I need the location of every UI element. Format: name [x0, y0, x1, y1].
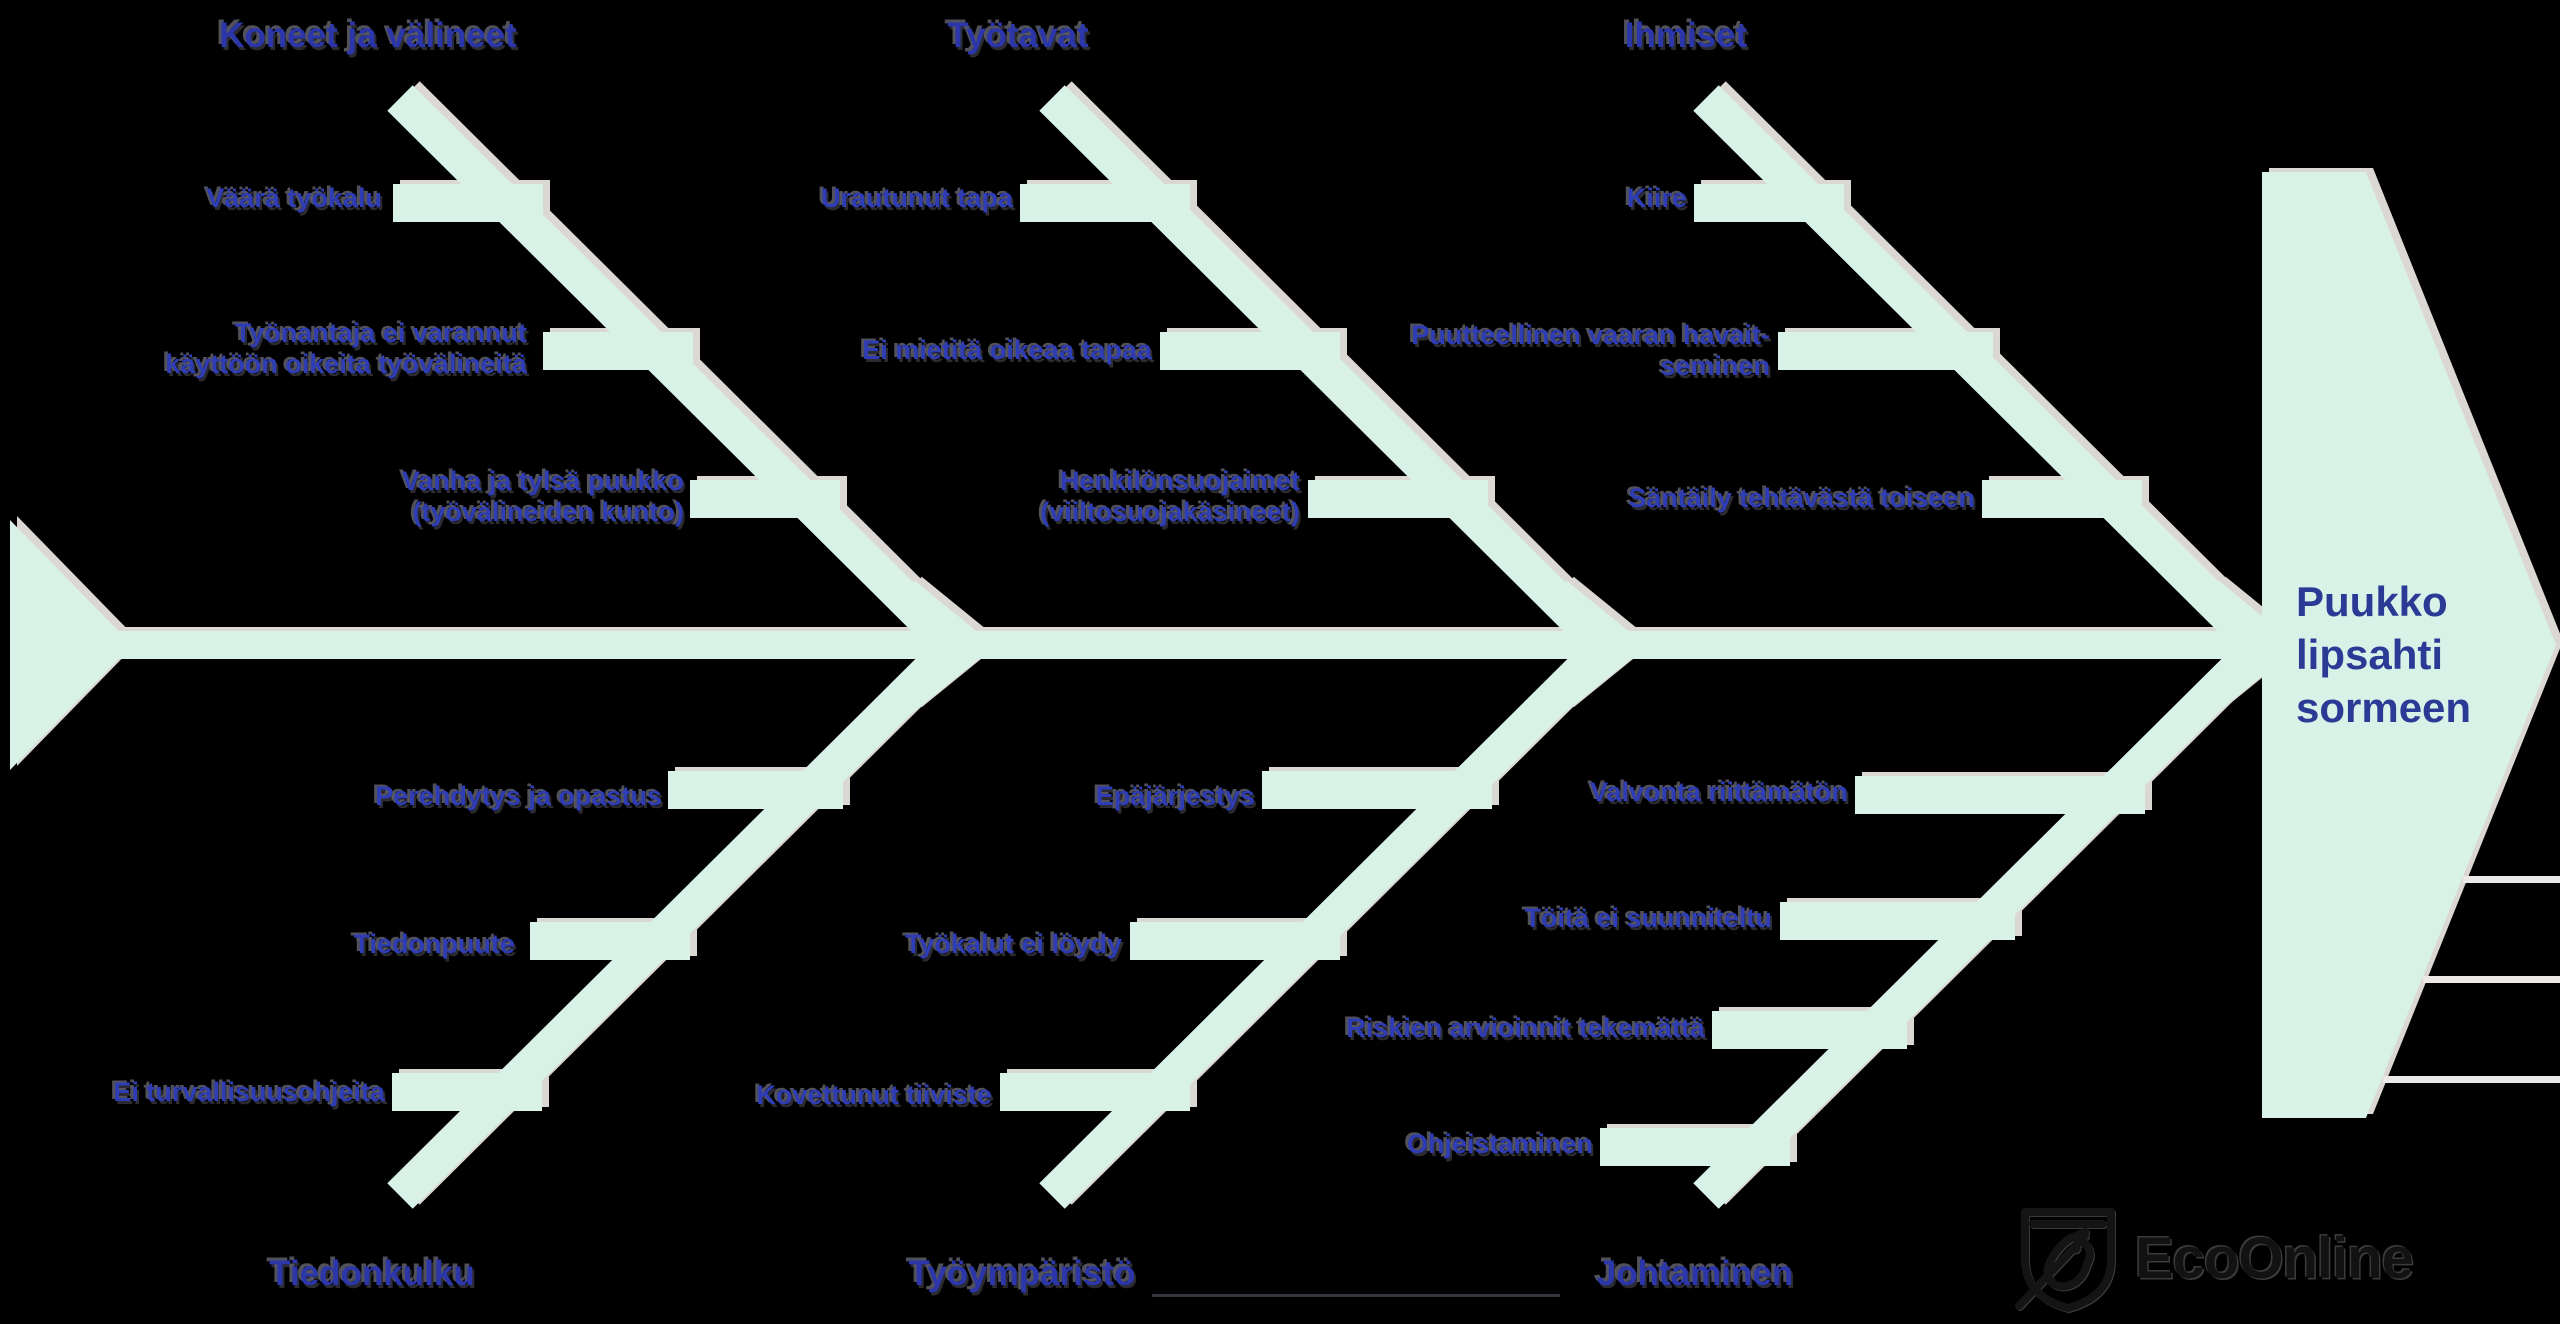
cause-label: Työkalut ei löydy	[904, 929, 1122, 959]
cause-label: Henkilönsuojaimet (viiltosuojakäsineet)	[1040, 466, 1300, 527]
cause-label: Väärä työkalu	[206, 183, 382, 213]
cause-twigs	[392, 184, 2145, 1166]
cause-label: Epäjärjestys	[1095, 781, 1255, 811]
cause-label: Työnantaja ei varannut käyttöön oikeita …	[165, 318, 527, 379]
cause-label: Kovettunut tiiviste	[756, 1080, 992, 1110]
spine-tail	[10, 520, 132, 770]
bottom-divider-line	[1152, 1294, 1560, 1297]
cause-label: Perehdytys ja opastus	[375, 781, 662, 811]
ruled-lines	[2383, 876, 2560, 1083]
category-title-koneet-ja-valineet: Koneet ja välineet	[219, 16, 517, 55]
cause-label: Ohjeistaminen	[1406, 1129, 1593, 1159]
cause-label: Vanha ja tylsä puukko (työvälineiden kun…	[401, 466, 684, 527]
cause-label: Töitä ei suunniteltu	[1524, 903, 1773, 933]
ecoonline-logo: EcoOnline	[2015, 1198, 2525, 1318]
cause-label: Säntäily tehtävästä toiseen	[1628, 483, 1975, 513]
effect-label: Puukko lipsahti sormeen	[2296, 578, 2472, 731]
logo-wordmark: EcoOnline	[2135, 1225, 2414, 1291]
cause-label: Kiire	[1626, 183, 1687, 213]
shield-bird-icon	[2015, 1208, 2115, 1312]
cause-label: Riskien arvioinnit tekemättä	[1346, 1013, 1705, 1043]
cause-label: Ei turvallisuusohjeita	[113, 1077, 385, 1107]
main-spine	[60, 631, 2275, 659]
cause-label: Puutteellinen vaaran havait- seminen	[1411, 320, 1770, 381]
cause-label: Ei mietitä oikeaa tapaa	[862, 335, 1152, 365]
effect-arrowhead	[2262, 172, 2556, 1118]
cause-label: Valvonta riittämätön	[1589, 777, 1848, 807]
category-title-tyoymparisto: Työympäristö	[908, 1254, 1136, 1293]
cause-label: Tiedonpuute	[353, 929, 516, 959]
category-title-ihmiset: Ihmiset	[1624, 16, 1748, 55]
category-title-johtaminen: Johtaminen	[1596, 1254, 1794, 1293]
cause-label: Urautunut tapa	[821, 183, 1013, 213]
category-title-tyotavat: Työtavat	[947, 16, 1089, 55]
category-title-tiedonkulku: Tiedonkulku	[269, 1254, 475, 1293]
